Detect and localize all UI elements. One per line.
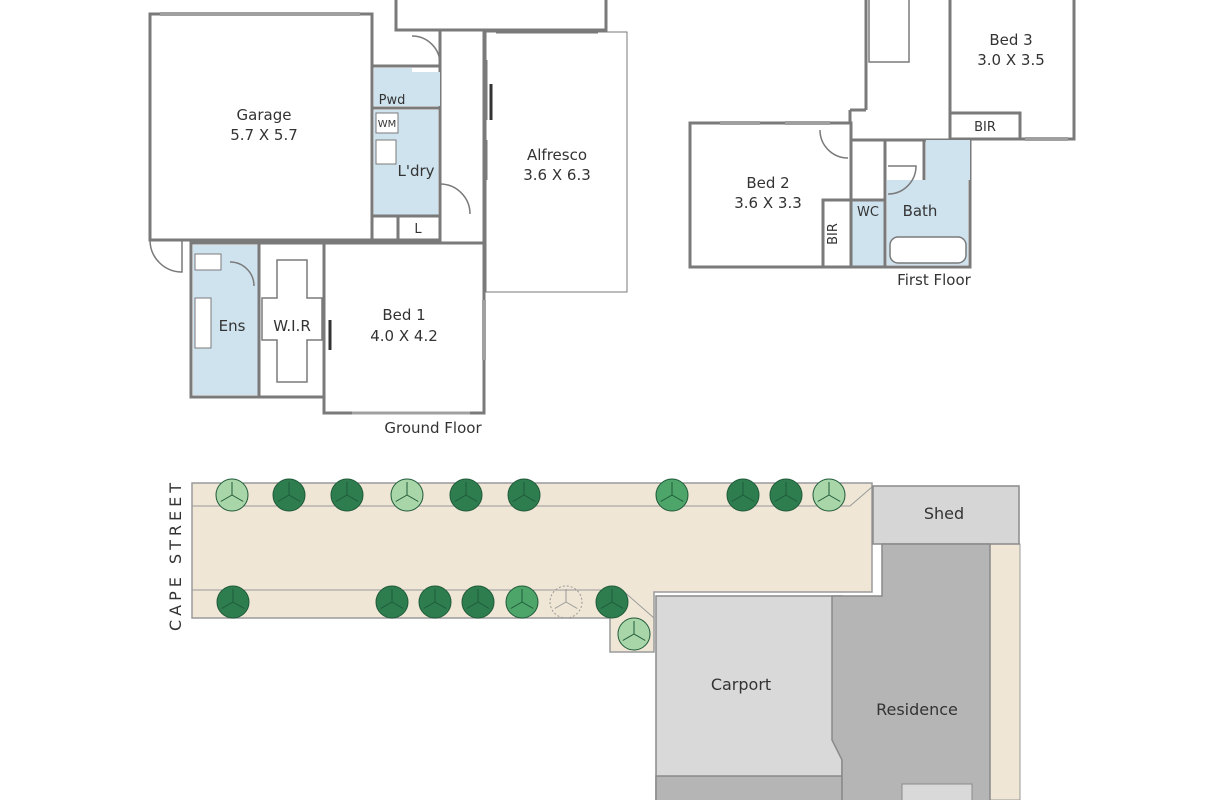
- tree-branch: [277, 494, 290, 502]
- tree-branch: [232, 601, 245, 609]
- ens-label: Ens: [219, 317, 246, 335]
- tree-branch: [395, 494, 408, 502]
- laundry-label: L'dry: [397, 162, 434, 180]
- garage-label: Garage: [237, 106, 292, 124]
- tree-branch: [554, 601, 567, 609]
- residence-label: Residence: [876, 700, 958, 719]
- bare-tree-icon: [549, 585, 583, 619]
- linen-label: L: [414, 222, 422, 237]
- tree-branch: [231, 494, 244, 502]
- wm-label: WM: [378, 119, 397, 130]
- tree-branch: [622, 633, 635, 641]
- tree-branch: [817, 494, 830, 502]
- tree-branch: [346, 494, 359, 502]
- bed3-size: 3.0 X 3.5: [977, 51, 1045, 69]
- tree-branch: [785, 494, 798, 502]
- bir-label-bed3: BIR: [974, 120, 996, 135]
- tree-branch: [288, 494, 301, 502]
- driveway: [191, 482, 873, 653]
- wir-label: W.I.R: [273, 317, 311, 335]
- bir-label-bed2: BIR: [826, 223, 841, 245]
- alfresco-label: Alfresco: [527, 146, 587, 164]
- tree-branch: [774, 494, 787, 502]
- site-plan: CAPE STREET Shed Carport Residence: [166, 478, 1021, 800]
- residence: [831, 543, 991, 800]
- ground-floor-caption: Ground Floor: [384, 419, 482, 437]
- tree-branch: [600, 601, 613, 609]
- first-floor-labels: Bed 3 3.0 X 3.5 BIR Bed 2 3.6 X 3.3 BIR …: [734, 31, 1045, 289]
- tree-branch: [335, 494, 348, 502]
- bed1-size: 4.0 X 4.2: [370, 327, 438, 345]
- tree-branch: [633, 633, 646, 641]
- wc-room: [849, 198, 887, 269]
- shed-label: Shed: [924, 504, 964, 523]
- tree-branch: [742, 494, 755, 502]
- tree-branch: [731, 494, 744, 502]
- ground-floor: [148, 0, 628, 415]
- tree-branch: [671, 494, 684, 502]
- bed1-label: Bed 1: [382, 306, 425, 324]
- tree-branch: [521, 601, 534, 609]
- ground-floor-labels: Garage 5.7 X 5.7 Alfresco 3.6 X 6.3 Bed …: [219, 93, 591, 437]
- bed2-label: Bed 2: [746, 174, 789, 192]
- tree-branch: [523, 494, 536, 502]
- trees: [215, 478, 846, 651]
- pwd-label: Pwd: [379, 93, 406, 108]
- tree-branch: [611, 601, 624, 609]
- tree-branch: [220, 494, 233, 502]
- tree-branch: [477, 601, 490, 609]
- bed2-size: 3.6 X 3.3: [734, 194, 802, 212]
- tree-branch: [512, 494, 525, 502]
- wc-label: WC: [857, 205, 879, 220]
- bed1-room: [322, 241, 486, 415]
- garage-size: 5.7 X 5.7: [230, 126, 298, 144]
- tree-branch: [828, 494, 841, 502]
- carport-label: Carport: [711, 675, 771, 694]
- tree-branch: [423, 601, 436, 609]
- tree-branch: [391, 601, 404, 609]
- tree-branch: [660, 494, 673, 502]
- tree-branch: [434, 601, 447, 609]
- wir-robes: [261, 259, 323, 383]
- tree-branch: [406, 494, 419, 502]
- pwd-room: [374, 68, 412, 106]
- first-floor-caption: First Floor: [897, 271, 971, 289]
- garage-room: [148, 12, 374, 242]
- tree-branch: [465, 494, 478, 502]
- bath-label: Bath: [903, 202, 938, 220]
- tree-branch: [221, 601, 234, 609]
- alfresco-size: 3.6 X 6.3: [523, 166, 591, 184]
- shed: [872, 485, 1020, 545]
- carport: [655, 595, 843, 800]
- tree-branch: [380, 601, 393, 609]
- tree-branch: [466, 601, 479, 609]
- tree-branch: [454, 494, 467, 502]
- tree-branch: [565, 601, 578, 609]
- first-floor: [688, 0, 1076, 269]
- street-name: CAPE STREET: [166, 479, 185, 631]
- tree-branch: [510, 601, 523, 609]
- bed3-label: Bed 3: [989, 31, 1032, 49]
